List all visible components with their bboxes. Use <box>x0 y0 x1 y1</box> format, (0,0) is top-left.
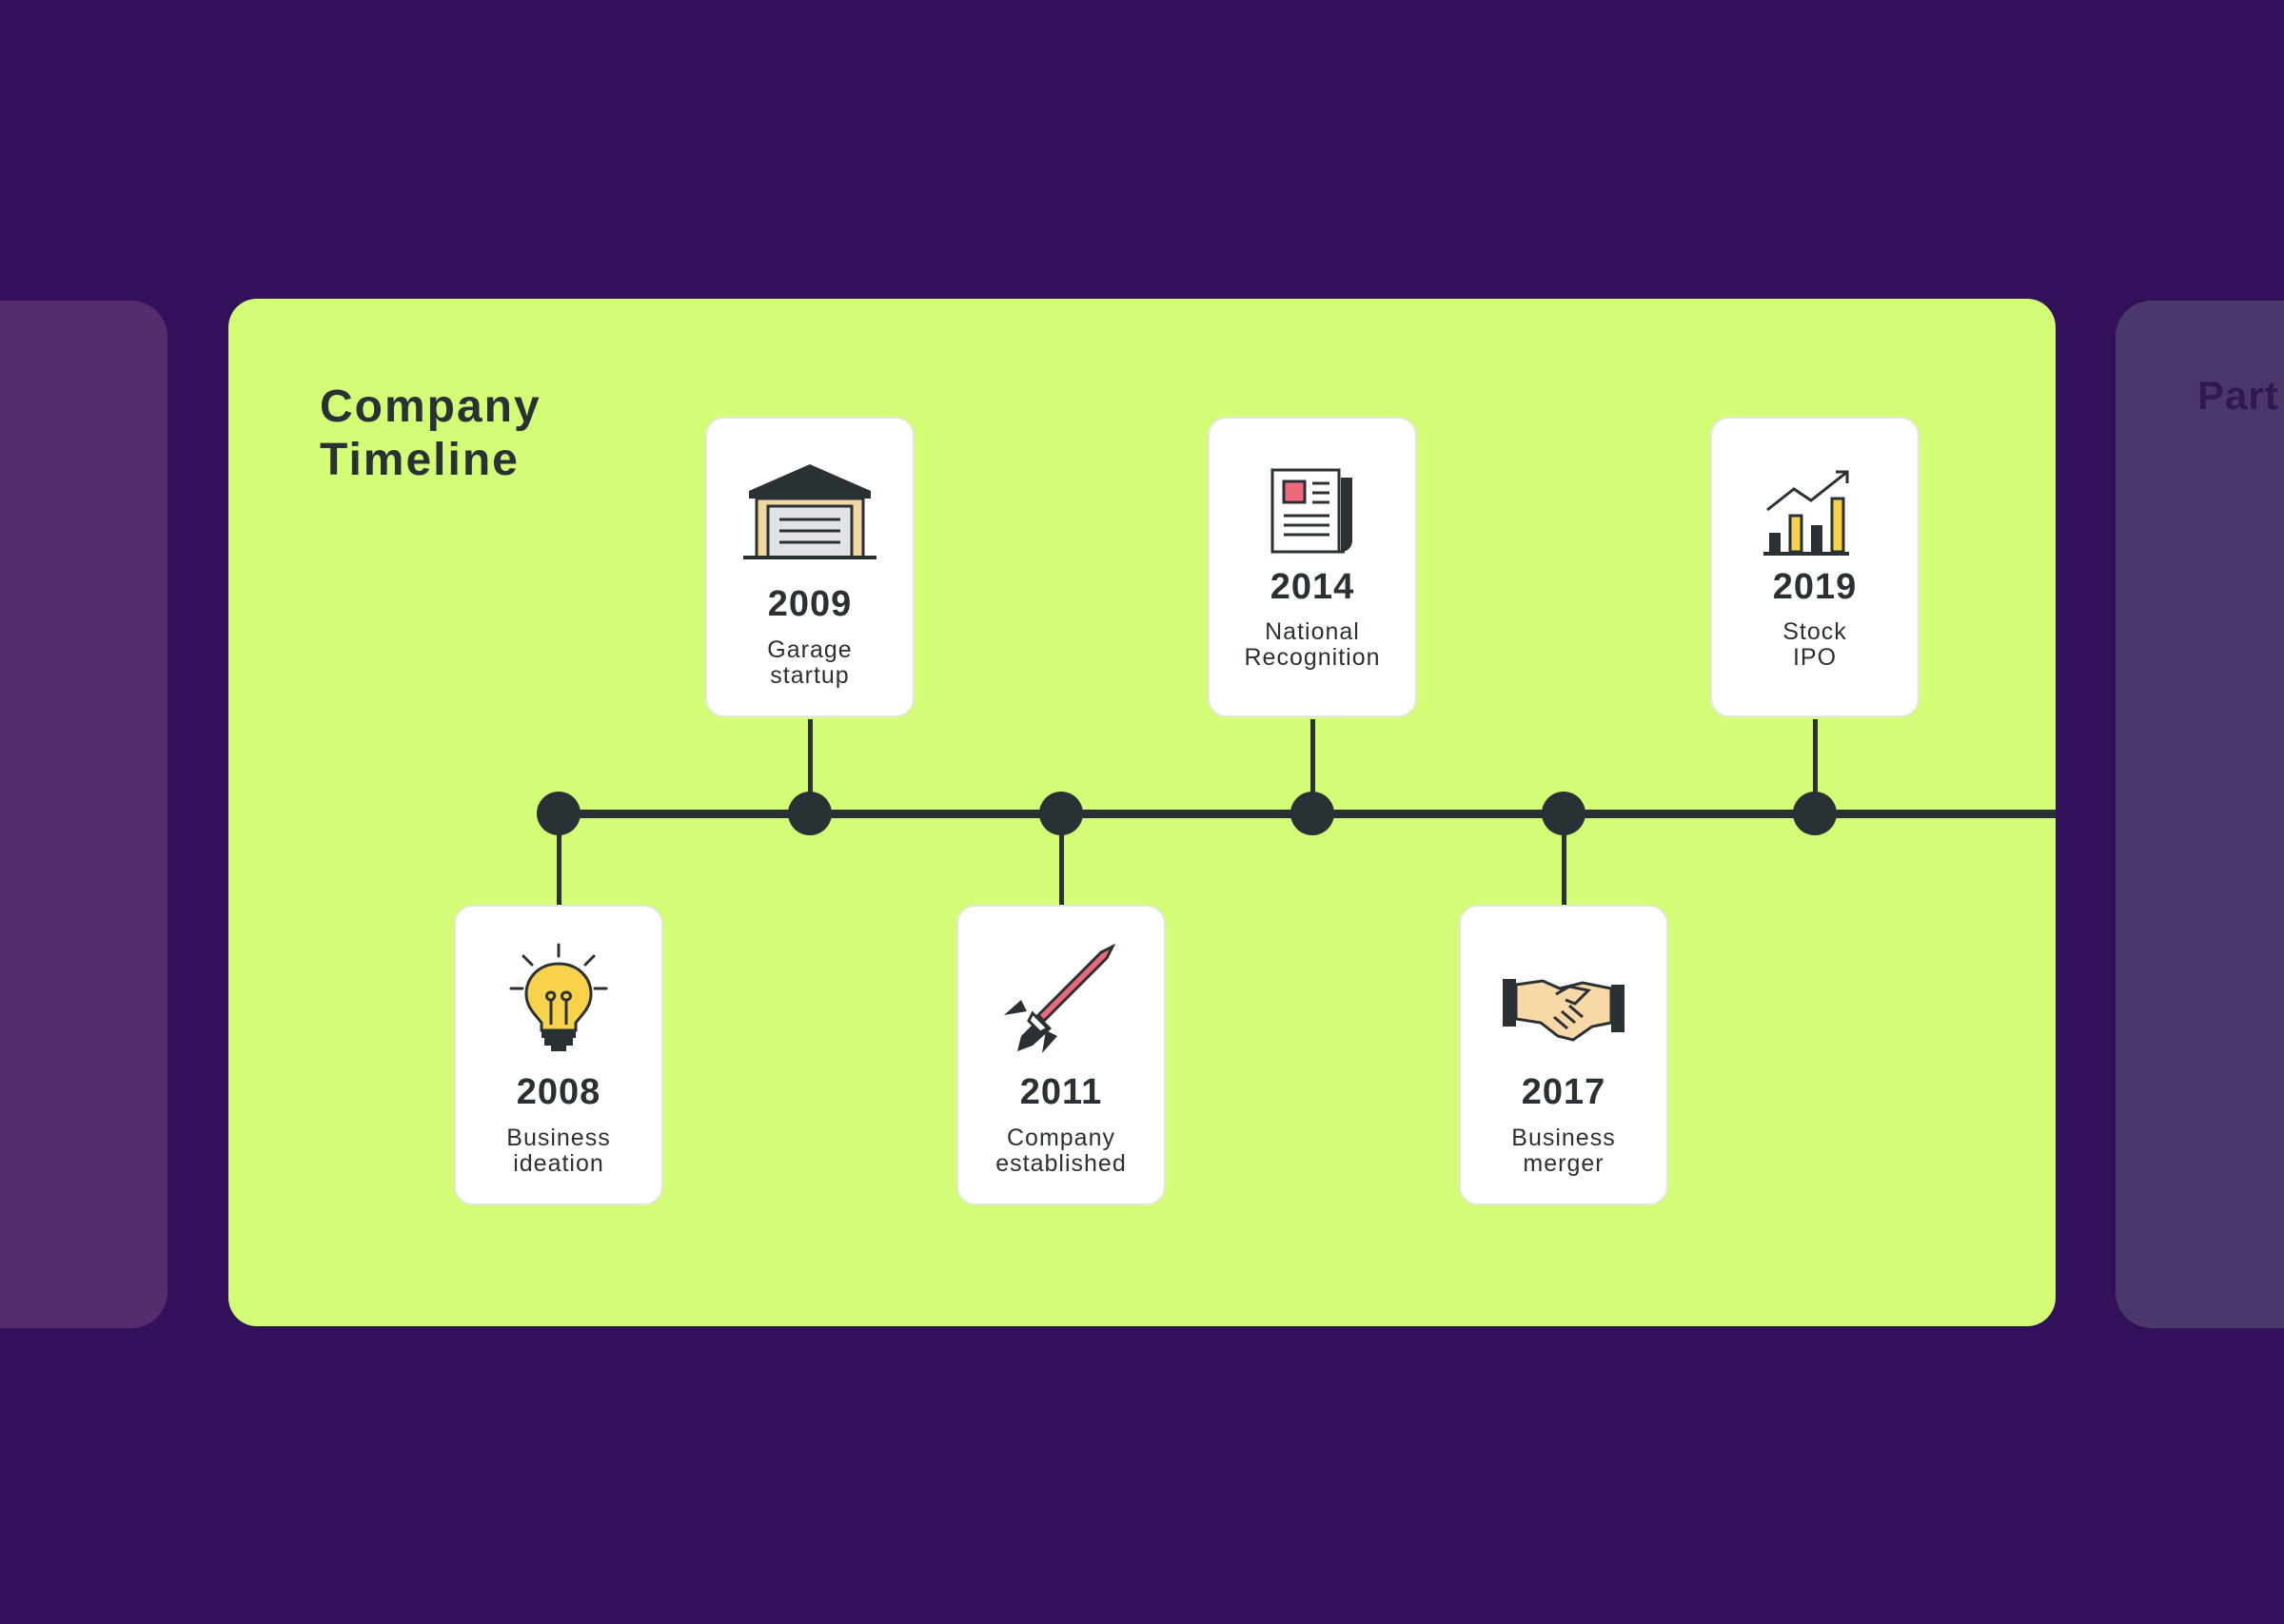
next-slide-panel[interactable]: Part <box>2116 301 2284 1328</box>
connector-2011 <box>1059 813 1064 922</box>
event-label: Business ideation <box>506 1125 611 1177</box>
event-year: 2011 <box>1019 1072 1103 1112</box>
previous-slide-panel[interactable] <box>0 301 167 1328</box>
event-card-2014[interactable]: 2014 National Recognition <box>1208 417 1417 717</box>
connector-2017 <box>1562 813 1566 922</box>
connector-2014 <box>1310 719 1315 814</box>
title-line-1: Company <box>320 382 541 432</box>
garage-icon <box>743 464 876 559</box>
lightbulb-icon <box>509 943 608 1051</box>
event-year: 2008 <box>516 1072 601 1112</box>
event-label: National Recognition <box>1244 618 1381 671</box>
event-card-2017[interactable]: 2017 Business merger <box>1459 905 1668 1205</box>
connector-2019 <box>1813 719 1818 814</box>
connector-2009 <box>808 719 813 814</box>
newspaper-icon <box>1270 468 1352 554</box>
event-year: 2019 <box>1772 567 1858 607</box>
handshake-icon <box>1503 979 1624 1042</box>
event-label: Garage startup <box>767 636 853 689</box>
event-card-2019[interactable]: 2019 Stock IPO <box>1710 417 1920 717</box>
next-slide-title: Part <box>2197 373 2279 418</box>
event-year: 2017 <box>1521 1072 1606 1112</box>
event-year: 2009 <box>767 584 853 624</box>
event-label: Stock IPO <box>1782 618 1847 671</box>
title-line-2: Timeline <box>320 435 520 485</box>
event-year: 2014 <box>1270 567 1355 607</box>
timeline-panel: Company Timeline 2008 Business i <box>228 299 2056 1326</box>
event-card-2011[interactable]: 2011 Company established <box>956 905 1166 1205</box>
page-title: Company Timeline <box>320 381 541 487</box>
event-card-2009[interactable]: 2009 Garage startup <box>705 417 915 717</box>
event-card-2008[interactable]: 2008 Business ideation <box>454 905 663 1205</box>
event-label: Company established <box>995 1125 1127 1177</box>
rocket-icon <box>1004 943 1116 1053</box>
event-label: Business merger <box>1511 1125 1616 1177</box>
connector-2008 <box>557 813 561 922</box>
growth-chart-icon <box>1763 470 1849 556</box>
